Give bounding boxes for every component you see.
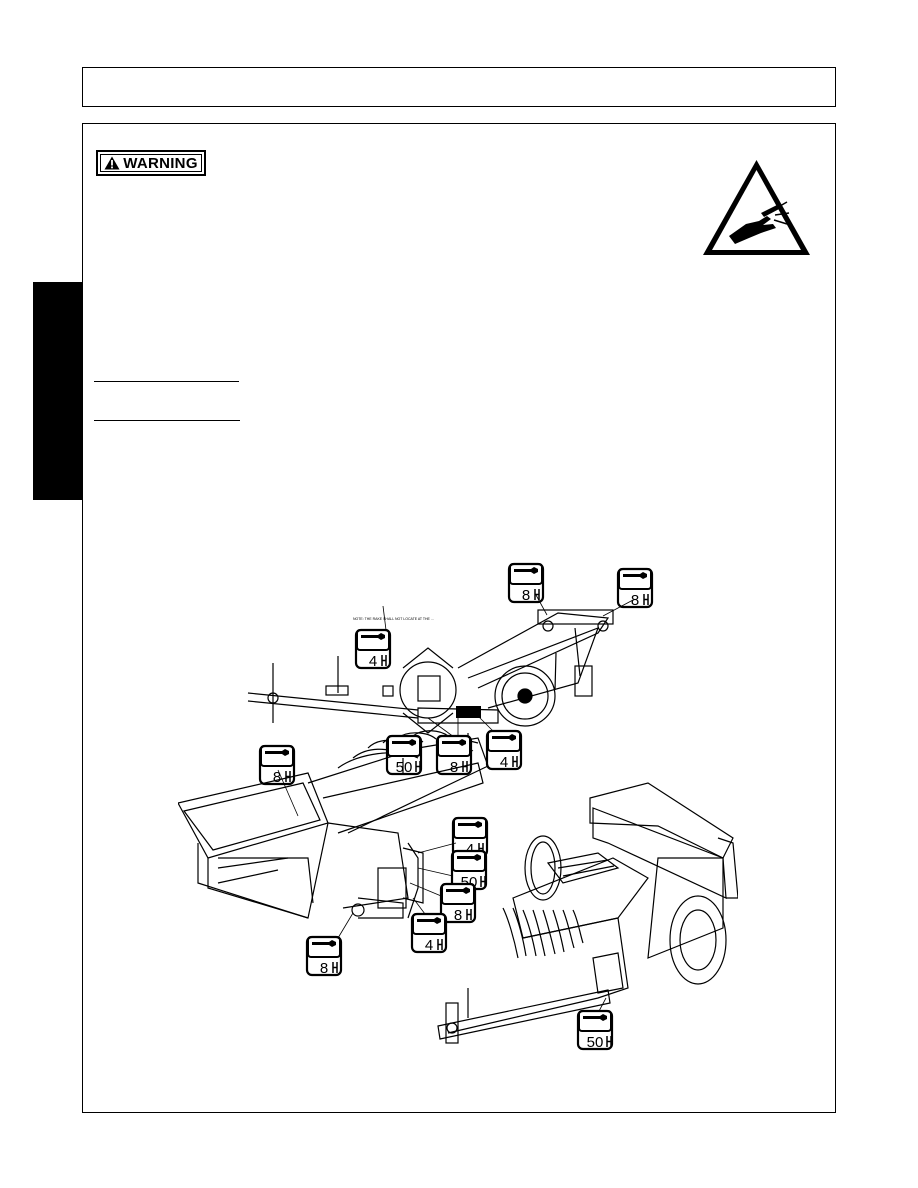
lube-label-top-5: 8	[435, 734, 473, 776]
lubrication-points-illustration: NOTE: THE RAKE SHALL NOT LOCATE AT THE .…	[178, 562, 738, 1051]
lube-label-top-6: 4	[485, 729, 523, 771]
warning-badge: WARNING	[96, 150, 206, 176]
high-pressure-fluid-injection-hazard-icon	[703, 160, 810, 255]
heading-underline-1	[94, 381, 239, 382]
svg-text:8: 8	[454, 907, 462, 924]
note-text: NOTE: THE RAKE SHALL NOT LOCATE AT THE .…	[353, 617, 434, 621]
right-rake-view	[437, 782, 738, 1044]
svg-text:4: 4	[369, 653, 377, 670]
warning-label: WARNING	[123, 154, 198, 172]
heading-underline-2	[94, 420, 240, 421]
svg-text:8: 8	[320, 960, 328, 977]
svg-text:4: 4	[500, 754, 508, 771]
lube-label-right-1: 50	[576, 1009, 614, 1051]
svg-text:50: 50	[396, 759, 413, 776]
top-rake-view	[247, 609, 614, 734]
lube-label-top-1: 8	[507, 562, 545, 604]
warning-triangle-icon	[104, 156, 120, 170]
lube-label-left-6: 8	[305, 935, 343, 977]
svg-text:8: 8	[450, 759, 458, 776]
svg-text:50: 50	[587, 1034, 604, 1051]
lube-label-left-4: 8	[439, 882, 477, 924]
svg-text:8: 8	[273, 769, 281, 786]
section-side-tab	[33, 282, 82, 500]
svg-text:4: 4	[466, 841, 474, 858]
page-header-box	[82, 67, 836, 107]
lube-label-top-4: 50	[385, 734, 423, 776]
svg-text:4: 4	[425, 937, 433, 954]
content-box	[82, 123, 836, 1113]
svg-text:8: 8	[522, 587, 530, 604]
lube-label-top-2: 8	[616, 567, 654, 609]
lube-label-left-5: 4	[410, 912, 448, 954]
lube-label-top-3: 4	[354, 628, 392, 670]
svg-text:8: 8	[631, 592, 639, 609]
lube-label-left-1: 8	[258, 744, 296, 786]
